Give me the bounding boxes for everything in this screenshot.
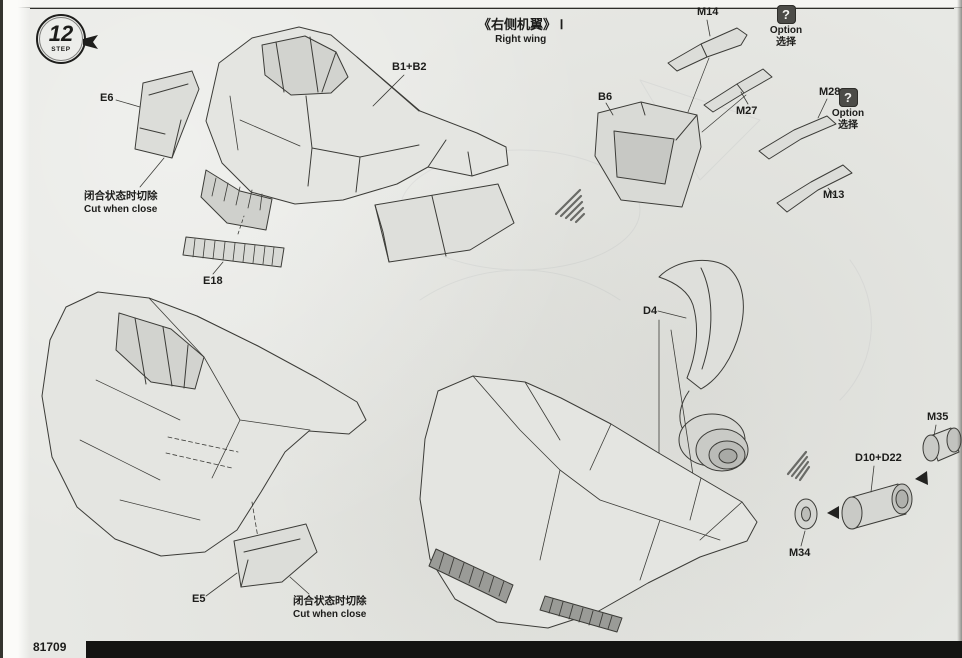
section-title: 《右侧机翼》 Ⅰ Right wing — [478, 17, 564, 46]
option-label-cn: 选择 — [776, 36, 796, 48]
scan-edge-top — [0, 0, 962, 8]
scan-edge-right — [957, 0, 962, 658]
part-label-m35: M35 — [927, 411, 949, 423]
question-icon: ? — [776, 5, 796, 24]
question-icon: ? — [838, 88, 858, 107]
part-label-b1b2: B1+B2 — [392, 61, 427, 73]
option-label-en: Option — [831, 108, 865, 119]
step-badge-inner-ring — [39, 17, 83, 61]
cut-note-top-en: Cut when close — [84, 204, 158, 216]
part-label-e18: E18 — [203, 275, 223, 287]
part-label-e6: E6 — [100, 92, 114, 104]
scan-edge-bottom-bar — [86, 641, 962, 658]
diagram-bottom-left-assembly — [41, 291, 367, 597]
diagram-top-left-assembly — [115, 26, 515, 275]
step-number: 12 — [48, 21, 74, 46]
diagram-fuselage-assembly — [419, 259, 962, 633]
part-label-d10d22: D10+D22 — [855, 452, 902, 464]
step-pennant-icon — [83, 35, 98, 49]
part-label-m13: M13 — [823, 189, 845, 201]
part-label-d4: D4 — [643, 305, 658, 317]
part-label-m34: M34 — [789, 547, 811, 559]
diagram-right-wing-parts — [594, 19, 853, 213]
option-label-cn: 选择 — [838, 119, 858, 131]
part-label-m28: M28 — [819, 86, 841, 98]
cut-note-bottom-en: Cut when close — [293, 609, 367, 621]
section-title-en: Right wing — [495, 33, 547, 45]
part-label-m14: M14 — [697, 6, 719, 18]
cut-note-bottom-cn: 闭合状态时切除 — [293, 595, 367, 607]
option-box-m28: ? Option 选择 — [824, 88, 872, 131]
part-label-b6: B6 — [598, 91, 613, 103]
cut-note-bottom: 闭合状态时切除 Cut when close — [293, 594, 367, 622]
section-title-cn: 《右侧机翼》 Ⅰ — [478, 17, 564, 32]
scan-edge-left — [0, 0, 30, 658]
step-word: STEP — [51, 46, 71, 53]
kit-number: 81709 — [33, 640, 67, 654]
option-label-en: Option — [769, 25, 803, 36]
cut-note-top-cn: 闭合状态时切除 — [84, 190, 158, 202]
option-box-m14: ? Option 选择 — [762, 5, 810, 48]
part-label-e5: E5 — [192, 593, 206, 605]
step-badge: 12 STEP — [36, 14, 98, 64]
part-label-m27: M27 — [736, 105, 758, 117]
cut-note-top: 闭合状态时切除 Cut when close — [84, 189, 158, 217]
direction-hatch-marks — [554, 188, 811, 482]
